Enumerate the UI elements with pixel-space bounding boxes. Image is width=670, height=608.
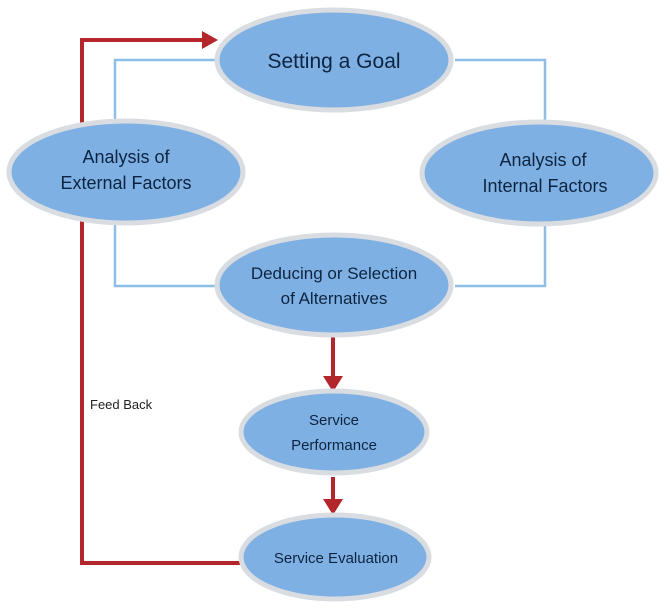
node-external-line1: Analysis of [82, 147, 170, 167]
node-alternatives-line1: Deducing or Selection [251, 264, 417, 283]
connector-lines [113, 58, 547, 288]
node-external-line2: External Factors [60, 173, 191, 193]
node-internal-line1: Analysis of [499, 150, 587, 170]
node-service-performance: Service Performance [238, 388, 430, 476]
node-service-evaluation: Service Evaluation [238, 512, 432, 602]
feedback-line-top [80, 38, 205, 128]
feedback-line-bottom [80, 192, 240, 565]
feedback-loop [80, 31, 240, 565]
node-internal-factors: Analysis of Internal Factors [419, 119, 659, 227]
connector-goal-internal [455, 58, 547, 128]
node-external-factors: Analysis of External Factors [6, 118, 246, 226]
connector-goal-external [113, 58, 215, 125]
arrow-alternatives-performance-head [323, 376, 343, 392]
flow-arrows [323, 337, 343, 515]
connector-external-alternatives [113, 220, 215, 288]
feedback-arrowhead [202, 31, 218, 49]
feedback-label: Feed Back [90, 397, 153, 412]
node-setting-goal-label: Setting a Goal [267, 50, 400, 73]
node-performance-line1: Service [309, 412, 359, 429]
arrow-performance-evaluation-head [323, 499, 343, 515]
node-setting-goal: Setting a Goal [214, 7, 454, 113]
node-alternatives: Deducing or Selection of Alternatives [214, 232, 454, 338]
node-alternatives-line2: of Alternatives [281, 289, 388, 308]
node-performance-line2: Performance [291, 437, 377, 454]
connector-internal-alternatives [455, 222, 547, 288]
node-internal-line2: Internal Factors [482, 176, 607, 196]
node-evaluation-label: Service Evaluation [274, 550, 398, 567]
